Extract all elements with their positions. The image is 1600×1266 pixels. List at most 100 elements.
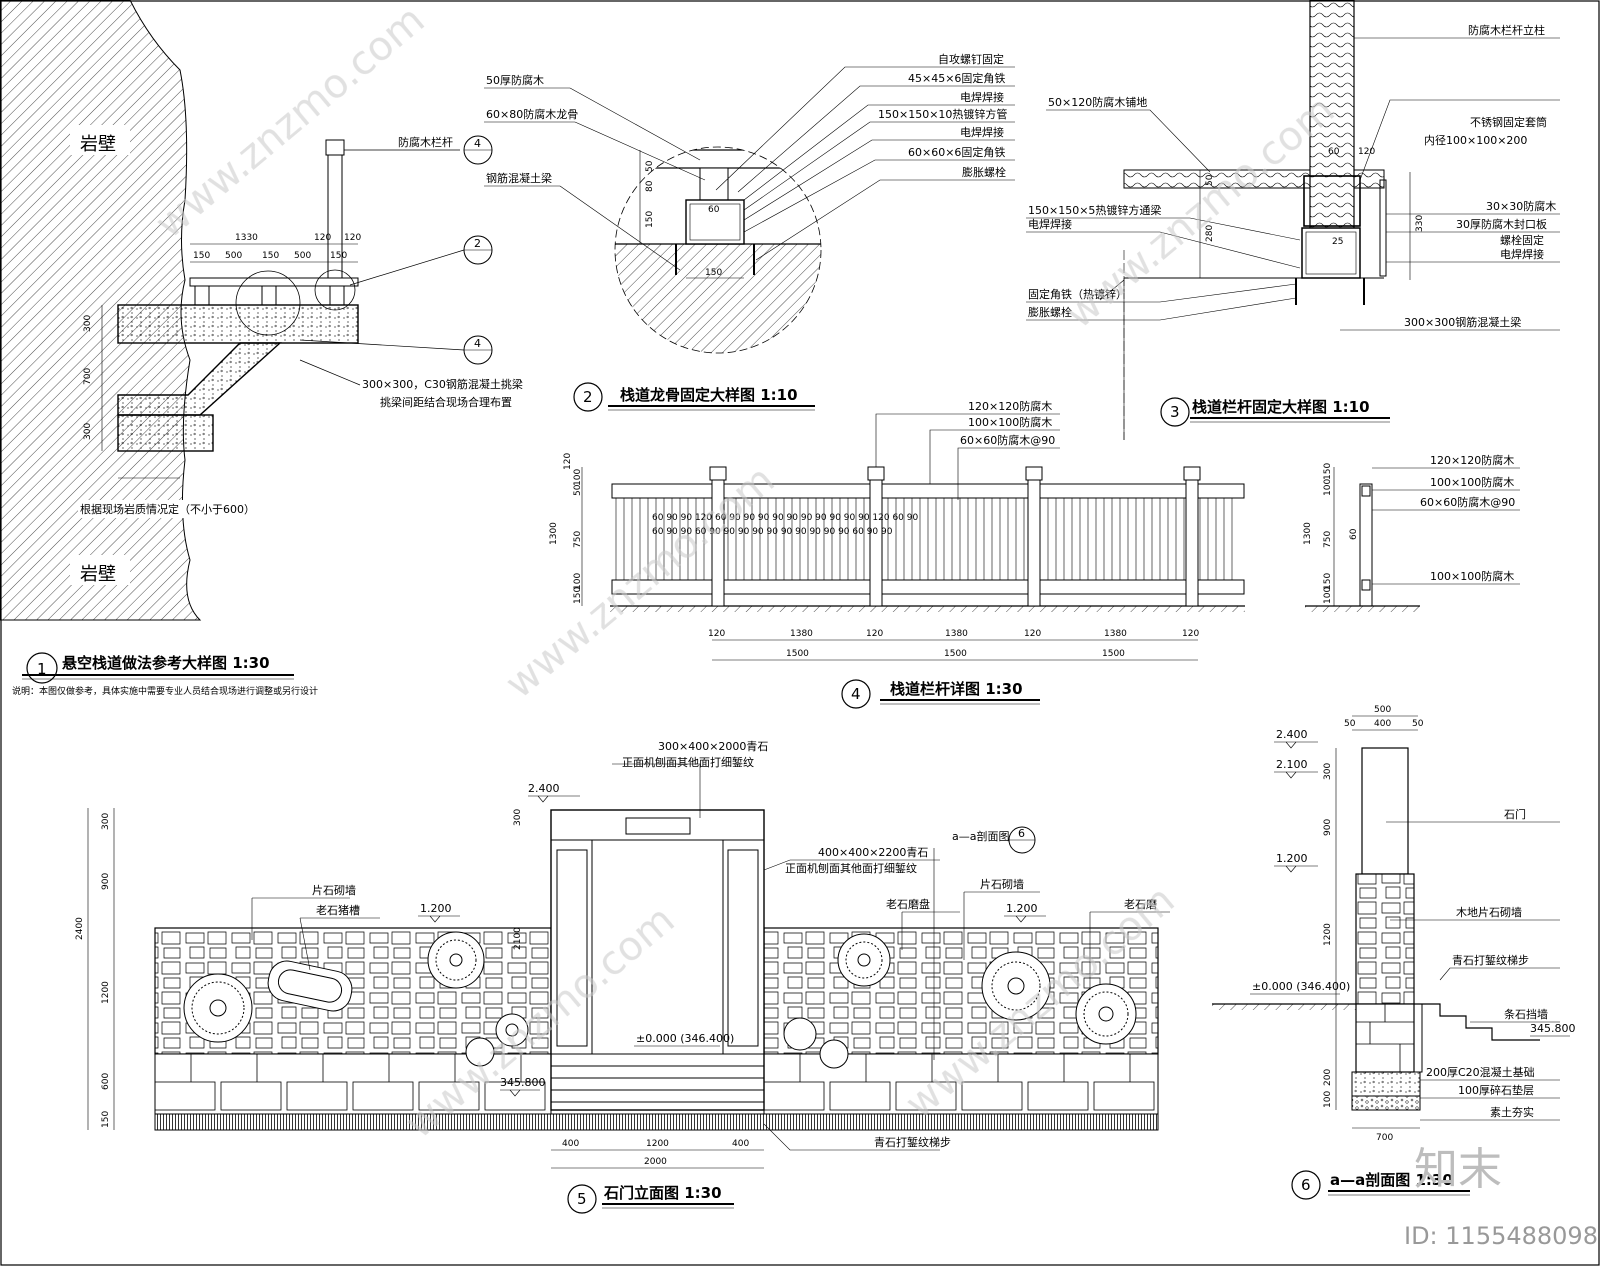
drawing-3-title: 栈道栏杆固定大样图 1:10 bbox=[1192, 398, 1370, 416]
svg-text:50: 50 bbox=[645, 160, 655, 172]
svg-text:900: 900 bbox=[1323, 819, 1333, 836]
svg-text:300: 300 bbox=[1323, 763, 1333, 780]
drawing-5-title: 石门立面图 1:30 bbox=[603, 1184, 722, 1202]
plinth-block bbox=[961, 1081, 1023, 1111]
drawing-1-note: 说明：本图仅做参考，具体实施中需要专业人员结合现场进行调整或另行设计 bbox=[12, 685, 318, 697]
svg-text:1330: 1330 bbox=[235, 233, 258, 243]
svg-text:2100: 2100 bbox=[513, 927, 523, 950]
svg-text:2000: 2000 bbox=[644, 1157, 667, 1167]
svg-text:150: 150 bbox=[573, 587, 583, 604]
svg-text:1500: 1500 bbox=[786, 649, 809, 659]
svg-text:50: 50 bbox=[573, 484, 583, 496]
svg-text:50厚防腐木: 50厚防腐木 bbox=[486, 73, 544, 87]
drawing-4-railing-elevation: 120×120防腐木 100×100防腐木 60×60防腐木@90 120 10… bbox=[549, 399, 1520, 709]
plinth-block bbox=[352, 1081, 414, 1111]
svg-text:80: 80 bbox=[645, 180, 655, 192]
ref-4b: 4 bbox=[474, 337, 481, 350]
concrete-cantilever-beam bbox=[117, 304, 359, 344]
drawing-1-title: 悬空栈道做法参考大样图 1:30 bbox=[62, 654, 270, 672]
svg-text:1.200: 1.200 bbox=[1276, 852, 1308, 865]
svg-text:不锈钢固定套筒: 不锈钢固定套筒 bbox=[1470, 115, 1547, 129]
svg-text:25: 25 bbox=[1332, 237, 1343, 247]
svg-text:120: 120 bbox=[563, 453, 573, 470]
watermark-brand: 知末 bbox=[1414, 1144, 1502, 1195]
plinth-block bbox=[1093, 1081, 1155, 1111]
plinth-block bbox=[220, 1081, 282, 1111]
svg-text:400: 400 bbox=[732, 1139, 749, 1149]
svg-text:150: 150 bbox=[193, 251, 210, 261]
svg-text:50×120防腐木铺地: 50×120防腐木铺地 bbox=[1048, 95, 1147, 109]
svg-text:45×45×6固定角铁: 45×45×6固定角铁 bbox=[908, 71, 1005, 85]
svg-text:300: 300 bbox=[513, 809, 523, 826]
svg-text:700: 700 bbox=[83, 368, 93, 385]
svg-text:150: 150 bbox=[101, 1111, 111, 1128]
svg-text:100厚碎石垫层: 100厚碎石垫层 bbox=[1458, 1083, 1534, 1097]
svg-text:100: 100 bbox=[573, 573, 583, 590]
svg-text:300: 300 bbox=[83, 423, 93, 440]
svg-text:120: 120 bbox=[1024, 629, 1041, 639]
plinth-block bbox=[829, 1081, 891, 1111]
svg-text:120: 120 bbox=[314, 233, 331, 243]
svg-text:500: 500 bbox=[225, 251, 242, 261]
svg-text:1500: 1500 bbox=[1102, 649, 1125, 659]
plinth-block bbox=[154, 1081, 216, 1111]
svg-text:60: 60 bbox=[708, 205, 720, 215]
svg-text:150: 150 bbox=[330, 251, 347, 261]
svg-text:500: 500 bbox=[1374, 705, 1391, 715]
beam-note-2: 挑梁间距结合现场合理布置 bbox=[380, 395, 512, 409]
svg-text:1500: 1500 bbox=[944, 649, 967, 659]
svg-text:30厚防腐木封口板: 30厚防腐木封口板 bbox=[1456, 217, 1547, 231]
svg-text:电焊焊接: 电焊焊接 bbox=[960, 125, 1004, 139]
svg-text:www.znzmo.com: www.znzmo.com bbox=[497, 457, 784, 708]
drawing-3-post-detail: 60 120 50 280 25 330 50×120防腐木铺地 150×150… bbox=[1026, 0, 1560, 440]
svg-text:345.800: 345.800 bbox=[1530, 1022, 1576, 1035]
svg-text:老石猪槽: 老石猪槽 bbox=[316, 904, 360, 917]
svg-text:60×60防腐木@90: 60×60防腐木@90 bbox=[960, 433, 1055, 447]
svg-text:120: 120 bbox=[344, 233, 361, 243]
rock-wall-label-top: 岩壁 bbox=[80, 134, 116, 155]
svg-text:60 90 90 60 90 90 90 90: 60 90 90 60 90 90 90 90 90 90 90 90 90 9… bbox=[652, 527, 893, 537]
svg-text:150: 150 bbox=[262, 251, 279, 261]
svg-text:100×100防腐木: 100×100防腐木 bbox=[1430, 569, 1514, 583]
svg-text:700: 700 bbox=[1376, 1133, 1393, 1143]
svg-text:2.400: 2.400 bbox=[1276, 728, 1308, 741]
svg-text:www.znzmo.com: www.znzmo.com bbox=[147, 0, 434, 248]
svg-text:1300: 1300 bbox=[549, 522, 559, 545]
svg-text:100×100防腐木: 100×100防腐木 bbox=[1430, 475, 1514, 489]
svg-text:60×60防腐木@90: 60×60防腐木@90 bbox=[1420, 495, 1515, 509]
svg-text:石门: 石门 bbox=[1504, 807, 1526, 821]
svg-text:400×400×2200青石: 400×400×2200青石 bbox=[818, 846, 928, 859]
svg-text:120: 120 bbox=[1182, 629, 1199, 639]
svg-text:50: 50 bbox=[1205, 174, 1215, 186]
svg-text:电焊焊接: 电焊焊接 bbox=[1500, 247, 1544, 261]
svg-text:100: 100 bbox=[1323, 1091, 1333, 1108]
svg-text:2: 2 bbox=[583, 388, 593, 406]
svg-text:青石打錾纹梯步: 青石打錾纹梯步 bbox=[1452, 953, 1529, 967]
svg-text:330: 330 bbox=[1415, 215, 1425, 232]
svg-text:电焊焊接: 电焊焊接 bbox=[1028, 217, 1072, 231]
svg-text:a—a剖面图: a—a剖面图 bbox=[952, 829, 1009, 843]
svg-text:900: 900 bbox=[101, 873, 111, 890]
svg-text:电焊焊接: 电焊焊接 bbox=[960, 90, 1004, 104]
svg-text:100×100防腐木: 100×100防腐木 bbox=[968, 415, 1052, 429]
svg-text:280: 280 bbox=[1205, 225, 1215, 242]
svg-text:150: 150 bbox=[705, 268, 722, 278]
svg-text:300: 300 bbox=[101, 813, 111, 830]
svg-text:60: 60 bbox=[1328, 147, 1340, 157]
drawing-1-cantilever-walkway: 岩壁 岩壁 防腐木栏杆 4 2 4 1330 bbox=[0, 0, 523, 697]
svg-text:片石砌墙: 片石砌墙 bbox=[980, 877, 1024, 891]
plinth-block bbox=[895, 1081, 957, 1111]
svg-text:1200: 1200 bbox=[1323, 923, 1333, 946]
drawing-2-keel-detail: 50 80 150 60 150 50厚防腐木 60×80防腐木龙骨 钢筋混凝土… bbox=[484, 52, 1015, 412]
svg-text:120: 120 bbox=[708, 629, 725, 639]
svg-text:±0.000 (346.400): ±0.000 (346.400) bbox=[1252, 980, 1350, 993]
svg-text:膨胀螺栓: 膨胀螺栓 bbox=[962, 165, 1006, 179]
svg-text:400: 400 bbox=[562, 1139, 579, 1149]
drawing-2-title: 栈道龙骨固定大样图 1:10 bbox=[620, 386, 798, 404]
svg-text:1200: 1200 bbox=[101, 981, 111, 1004]
plinth-block bbox=[484, 1081, 546, 1111]
plinth-block bbox=[1027, 1081, 1089, 1111]
svg-text:片石砌墙: 片石砌墙 bbox=[312, 883, 356, 897]
svg-text:60×80防腐木龙骨: 60×80防腐木龙骨 bbox=[486, 107, 578, 121]
svg-text:防腐木栏杆立柱: 防腐木栏杆立柱 bbox=[1468, 23, 1545, 37]
